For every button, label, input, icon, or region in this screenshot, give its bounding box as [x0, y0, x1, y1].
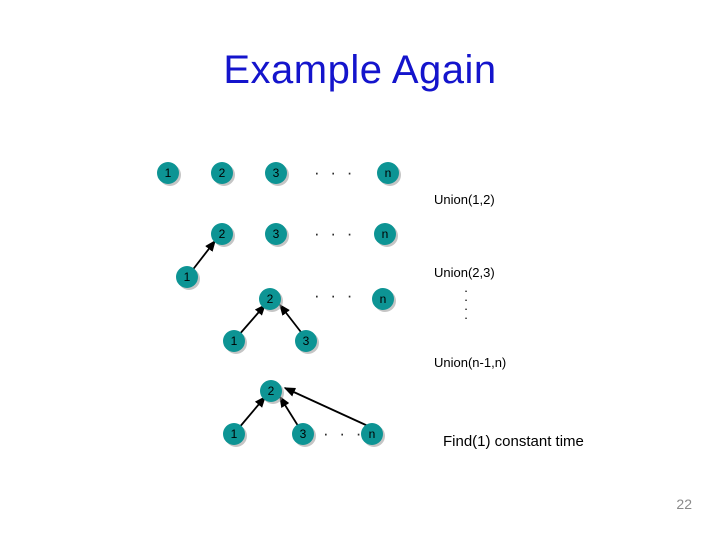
horizontal-ellipsis-icon: · · · — [314, 163, 356, 182]
ellipsis-dot: · — [463, 301, 469, 316]
graph-node: 2 — [260, 380, 282, 402]
graph-node: 2 — [211, 223, 233, 245]
graph-node: 3 — [295, 330, 317, 352]
graph-node: 2 — [211, 162, 233, 184]
edge-n-to-2-row4 — [283, 387, 369, 427]
annotation-union-n1-n: Union(n-1,n) — [434, 355, 507, 370]
edge-group — [190, 239, 369, 430]
graph-node: 1 — [223, 423, 245, 445]
graph-node: n — [361, 423, 383, 445]
edge-1-to-2-row3 — [237, 303, 266, 337]
graph-node: 2 — [259, 288, 281, 310]
graph-node: n — [374, 223, 396, 245]
vertical-ellipsis-icon: ···· — [461, 283, 471, 325]
horizontal-ellipsis-icon: · · · — [323, 424, 365, 443]
annotation-find-1: Find(1) constant time — [443, 433, 584, 450]
graph-node: 1 — [223, 330, 245, 352]
edge-1-to-2-row2 — [190, 239, 216, 273]
annotation-union-1-2: Union(1,2) — [434, 192, 495, 207]
graph-node: 3 — [265, 162, 287, 184]
graph-node: 3 — [265, 223, 287, 245]
graph-node: 3 — [292, 423, 314, 445]
ellipsis-dot: · — [463, 310, 469, 325]
annotation-union-2-3: Union(2,3) — [434, 265, 495, 280]
ellipsis-dot: · — [463, 292, 469, 307]
horizontal-ellipsis-icon: · · · — [314, 286, 356, 305]
graph-node: 1 — [157, 162, 179, 184]
ellipsis-dot: · — [463, 283, 469, 298]
graph-node: n — [372, 288, 394, 310]
page-number: 22 — [676, 496, 692, 512]
horizontal-ellipsis-icon: · · · — [314, 224, 356, 243]
edge-1-to-2-row4 — [237, 395, 266, 430]
graph-node: 1 — [176, 266, 198, 288]
page-title: Example Again — [223, 48, 497, 92]
graph-node: n — [377, 162, 399, 184]
